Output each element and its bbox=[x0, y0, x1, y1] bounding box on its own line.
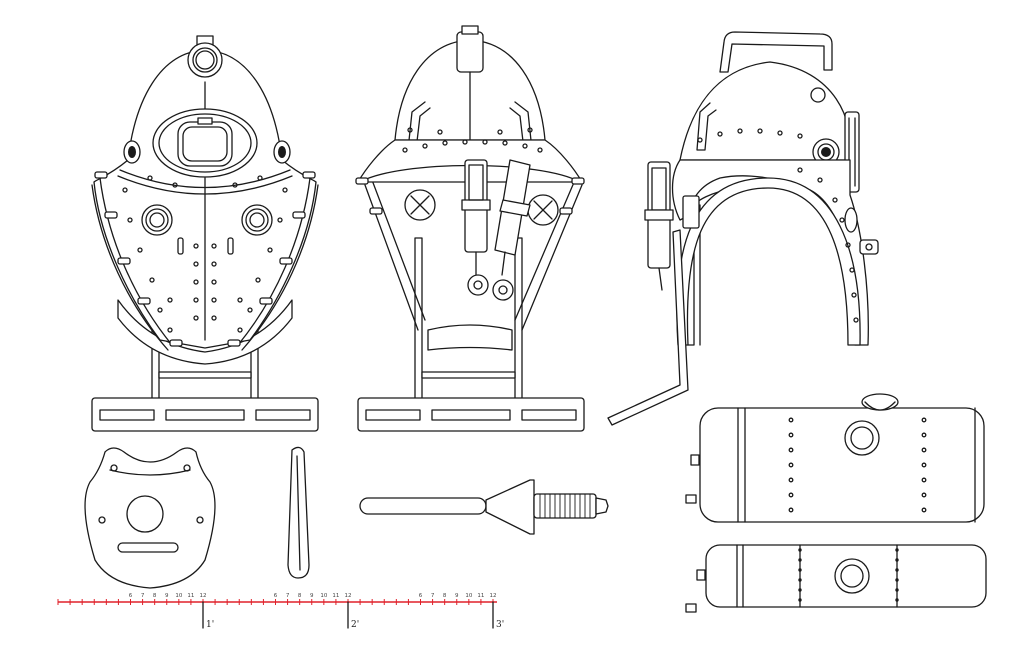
front-rivets bbox=[122, 175, 288, 333]
hose-grip-ridges bbox=[539, 494, 591, 518]
front-stand bbox=[91, 329, 319, 432]
front-side-clamps bbox=[94, 171, 316, 347]
scale-inch-label: 7 bbox=[286, 593, 290, 599]
foot-label-2: 2' bbox=[351, 620, 359, 630]
scale-inch-label: 11 bbox=[332, 593, 339, 599]
back-cross-valve-left bbox=[404, 189, 436, 221]
side-rivets bbox=[697, 128, 859, 323]
top-valve bbox=[187, 35, 223, 78]
scale-inch-label: 12 bbox=[490, 593, 497, 599]
scale-inch-label: 12 bbox=[200, 593, 207, 599]
foot-label-1: 1' bbox=[206, 620, 214, 630]
back-stand bbox=[357, 237, 585, 432]
scale-inch-label: 6 bbox=[129, 593, 133, 599]
scale-bar-foot-markers: 1' 2' 3' bbox=[202, 601, 504, 630]
scale-inch-label: 8 bbox=[443, 593, 447, 599]
helmet-front-view bbox=[91, 35, 319, 432]
scale-inch-label: 6 bbox=[419, 593, 423, 599]
scale-inch-label: 10 bbox=[175, 593, 182, 599]
scale-bar: 6 7 8 9 10 11 12 6 7 8 9 10 11 12 6 7 8 9 10 11 12 1' 2' 3' bbox=[57, 593, 504, 630]
hose-fitting bbox=[359, 479, 609, 535]
scale-inch-label: 10 bbox=[465, 593, 472, 599]
scale-inch-label: 11 bbox=[187, 593, 194, 599]
scale-inch-label: 10 bbox=[320, 593, 327, 599]
scale-inch-label: 11 bbox=[477, 593, 484, 599]
scale-inch-label: 9 bbox=[165, 593, 169, 599]
scale-bar-inch-labels: 6 7 8 9 10 11 12 6 7 8 9 10 11 12 6 7 8 9 10 11 12 bbox=[129, 593, 497, 599]
helmet-back-view bbox=[355, 25, 585, 432]
front-faceplate bbox=[152, 108, 258, 178]
scale-inch-label: 7 bbox=[141, 593, 145, 599]
side-air-cylinders bbox=[644, 161, 700, 291]
scale-inch-label: 12 bbox=[345, 593, 352, 599]
large-air-tank bbox=[685, 393, 985, 523]
scale-inch-label: 6 bbox=[274, 593, 278, 599]
back-band-rivets bbox=[402, 127, 543, 153]
back-cross-valve-right bbox=[527, 194, 559, 226]
gasket-strip bbox=[287, 446, 310, 579]
helmet-side-view bbox=[607, 31, 879, 426]
foot-label-3: 3' bbox=[496, 620, 504, 630]
scale-inch-label: 9 bbox=[455, 593, 459, 599]
scale-inch-label: 8 bbox=[153, 593, 157, 599]
breastplate-bib bbox=[84, 447, 216, 589]
tank-rivets bbox=[788, 417, 927, 513]
scale-inch-label: 8 bbox=[298, 593, 302, 599]
back-air-cylinders bbox=[461, 159, 531, 301]
scale-inch-label: 9 bbox=[310, 593, 314, 599]
small-air-tank bbox=[685, 544, 987, 613]
scale-inch-label: 7 bbox=[431, 593, 435, 599]
